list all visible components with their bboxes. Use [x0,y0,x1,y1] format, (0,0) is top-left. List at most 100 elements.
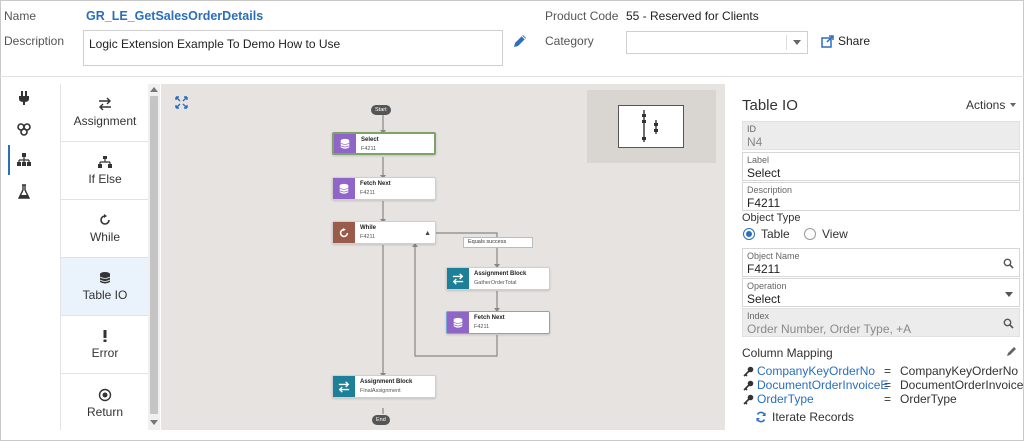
scroll-up-icon[interactable] [150,87,158,92]
flow-node-assignment-gather[interactable]: Assignment Block GatherOrderTotal [446,267,550,290]
palette-item-assignment[interactable]: Assignment [61,84,149,142]
mapping-operator: = [884,364,892,378]
radio-label: Table [761,227,790,241]
object-name-field[interactable]: Object Name F4211 [742,248,1020,277]
index-field[interactable]: Index Order Number, Order Type, +A [742,308,1020,337]
field-value: Select [747,166,781,180]
share-button[interactable]: Share [821,34,870,48]
palette-item-label: Table IO [82,288,128,302]
flask-icon[interactable] [16,184,32,200]
palette-scroll-thumb[interactable] [150,96,158,414]
flow-node-assignment-final[interactable]: Assignment Block FinalAssignment [332,375,436,398]
product-code-label: Product Code [545,9,619,23]
palette-item-return[interactable]: Return [61,374,149,432]
flow-connectors [380,114,500,414]
id-field: ID N4 [742,121,1020,150]
label-field[interactable]: Label Select [742,152,1020,181]
category-select[interactable] [626,31,808,54]
palette-item-label: Error [91,346,119,360]
header-divider [0,76,1024,77]
palette-item-table-io[interactable]: Table IO [61,258,149,316]
node-subtitle: GatherOrderTotal [474,280,517,286]
node-title: Fetch Next [474,315,505,321]
node-title: Select [361,137,379,143]
mapping-operator: = [884,392,892,406]
mapping-target: OrderType [900,392,957,406]
radio-view[interactable]: View [804,227,848,241]
node-title: While [360,225,376,231]
flow-node-fetch-next-inner[interactable]: Fetch Next F4211 [446,311,550,334]
node-subtitle: F4211 [360,190,376,196]
column-mapping-row: CompanyKeyOrderNo = CompanyKeyOrderNo [743,364,1018,378]
category-label: Category [545,34,594,48]
condition-label-text: Equals success [468,239,507,245]
chevron-up-icon[interactable]: ▲ [424,230,431,237]
mapping-target: CompanyKeyOrderNo [900,364,1019,378]
field-label: Operation [747,281,787,291]
field-label: Index [747,311,770,321]
edit-pencil-icon[interactable] [512,33,528,49]
top-edge-mark [960,0,1010,2]
plug-icon[interactable] [16,90,32,106]
node-title: Assignment Block [360,379,413,385]
minimap-preview [642,110,658,142]
radio-button[interactable] [804,228,816,240]
operation-select[interactable]: Operation Select [742,278,1020,307]
description-field[interactable]: Description F4211 [742,182,1020,211]
scroll-down-icon[interactable] [150,420,158,425]
variables-icon[interactable] [16,121,32,137]
database-icon [99,272,111,284]
palette-item-if-else[interactable]: If Else [61,142,149,200]
key-icon [743,366,754,377]
flow-canvas[interactable]: Start End Equals success Select F4211 Fe… [161,84,725,430]
field-label: Object Name [747,251,800,261]
end-terminal[interactable]: End [372,415,390,425]
actions-menu[interactable]: Actions [966,98,1017,112]
node-title: Assignment Block [474,271,527,277]
palette-item-while[interactable]: While [61,200,149,258]
swap-arrows-icon [333,376,355,397]
palette-item-label: If Else [88,172,122,186]
key-icon [743,380,754,391]
loop-icon [100,214,110,225]
object-name-link[interactable]: GR_LE_GetSalesOrderDetails [86,9,264,23]
node-subtitle: F4211 [474,324,490,330]
flow-node-while[interactable]: While F4211 ▲ [332,221,436,244]
node-subtitle: F4211 [361,146,377,152]
mapping-operator: = [884,378,892,392]
radio-table[interactable]: Table [743,227,790,241]
search-icon[interactable] [1003,318,1014,329]
edit-pencil-icon[interactable] [1006,345,1018,357]
mapping-source-link[interactable]: CompanyKeyOrderNo [757,364,876,378]
mapping-target: DocumentOrderInvoiceE [900,378,1024,392]
hierarchy-icon[interactable] [16,152,32,168]
return-icon [98,388,112,401]
minimap-viewport[interactable] [618,105,684,148]
radio-label: View [822,227,848,241]
database-icon [334,134,356,153]
description-field[interactable]: Logic Extension Example To Demo How to U… [83,30,503,66]
refresh-icon [756,411,766,423]
share-icon [821,34,834,48]
flow-node-select[interactable]: Select F4211 [332,132,436,155]
radio-button[interactable] [743,228,755,240]
expand-icon[interactable] [175,96,188,109]
field-value: Select [747,292,781,306]
mapping-source-link[interactable]: OrderType [757,392,814,406]
iterate-records-button[interactable]: Iterate Records [755,410,854,424]
exclamation-icon [103,330,107,342]
field-label: Description [747,185,793,195]
node-subtitle: FinalAssignment [360,388,401,394]
palette-item-error[interactable]: Error [61,316,149,374]
object-type-label: Object Type [742,212,801,224]
mapping-source-link[interactable]: DocumentOrderInvoiceE [757,378,889,392]
minimap[interactable] [587,90,716,163]
branch-icon [98,156,112,168]
start-terminal[interactable]: Start [371,105,391,115]
flow-node-fetch-next[interactable]: Fetch Next F4211 [332,177,436,200]
key-icon [743,394,754,405]
search-icon[interactable] [1003,258,1014,269]
iterate-records-label: Iterate Records [772,410,855,424]
condition-label[interactable]: Equals success [463,237,533,248]
palette-item-label: While [89,230,120,244]
